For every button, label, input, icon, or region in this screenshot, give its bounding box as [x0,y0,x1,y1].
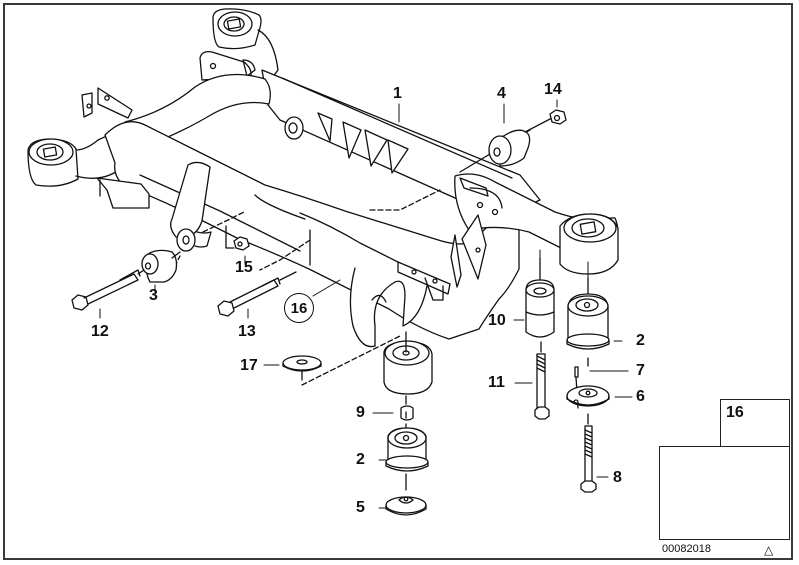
rear-axle-carrier-illustration [27,8,619,386]
part-8-bolt [580,425,597,493]
callout-2-lower[interactable]: 2 [356,451,365,468]
callout-5[interactable]: 5 [356,499,365,516]
callout-7[interactable]: 7 [636,362,645,379]
callout-10[interactable]: 10 [488,312,506,329]
leader-lines [99,99,633,509]
warning-triangle-icon: △ [764,543,774,557]
inset-grommet-box: 16 [720,399,790,447]
callout-12[interactable]: 12 [91,323,109,340]
callout-13[interactable]: 13 [238,323,256,340]
part-2-mount-upper [566,277,610,367]
callout-16-circled[interactable]: 16 [284,293,314,323]
part-5-disc [385,496,427,516]
part-12-bolt [71,269,145,311]
part-11-bolt [534,353,550,420]
callout-8[interactable]: 8 [613,469,622,486]
part-17-washer [282,355,322,381]
callout-4[interactable]: 4 [497,85,506,102]
part-4-bushing [459,117,553,173]
inset-callout-16: 16 [726,404,744,421]
callout-6[interactable]: 6 [636,388,645,405]
callout-2-upper[interactable]: 2 [636,332,645,349]
callout-14[interactable]: 14 [544,81,562,98]
mount-lower-frame [383,331,433,405]
part-14-nut [549,109,567,125]
diagram-frame [3,3,793,560]
callout-3[interactable]: 3 [149,287,158,304]
part-3-bushing [141,249,181,283]
part-2-mount-lower [385,427,429,491]
inset-vehicle-box [659,446,790,540]
callout-1[interactable]: 1 [393,85,402,102]
callout-11[interactable]: 11 [488,374,505,391]
callout-17[interactable]: 17 [240,357,258,374]
part-15-nut [225,225,250,251]
callout-9[interactable]: 9 [356,404,365,421]
document-number: 00082018 [662,543,711,555]
part-10-sleeve [525,257,555,353]
callout-15[interactable]: 15 [235,259,253,276]
part-6-plate [566,385,610,425]
part-13-bolt [217,271,297,317]
